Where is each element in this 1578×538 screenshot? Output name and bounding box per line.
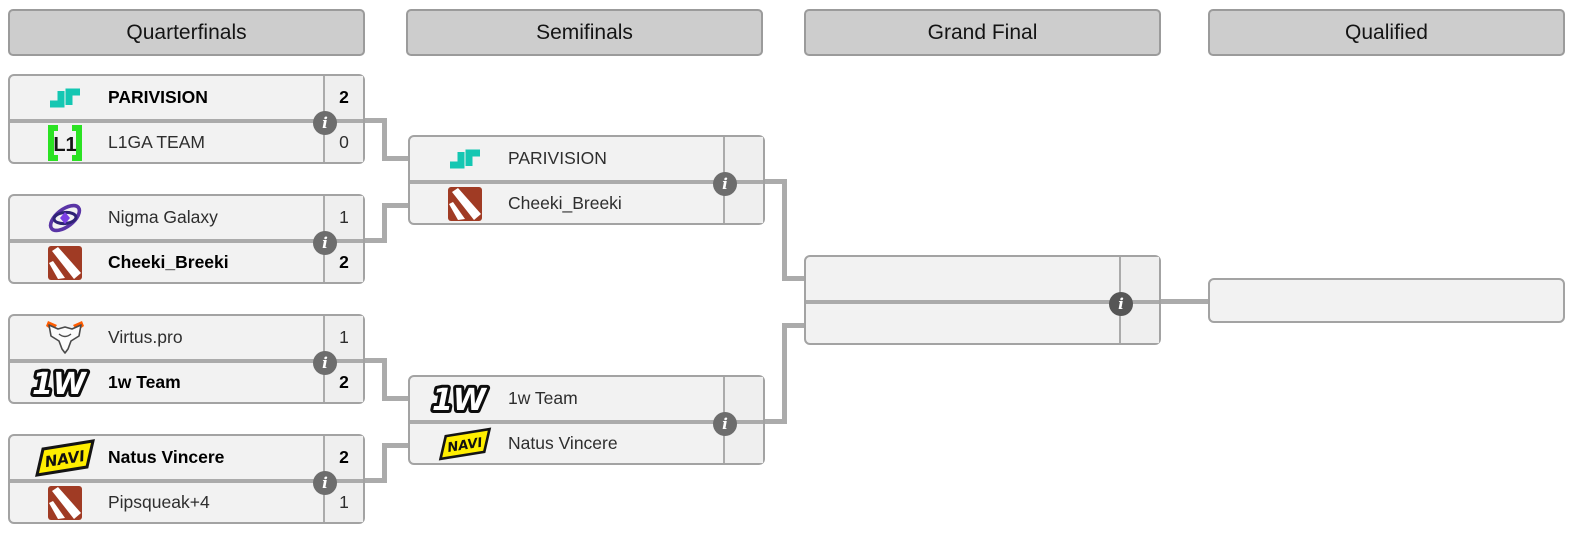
team-name[interactable]: L1GA TEAM: [108, 132, 205, 152]
natus-vincere-logo-icon: NAVI: [28, 438, 102, 478]
bracket-connector: [382, 443, 408, 448]
team-row: PARIVISION: [410, 137, 763, 180]
team-row: 1W 1w Team: [410, 377, 763, 420]
svg-text:1W: 1W: [432, 383, 488, 418]
team-name[interactable]: Virtus.pro: [108, 327, 183, 347]
svg-text:1W: 1W: [32, 367, 88, 402]
1w-team-logo-icon: 1W: [428, 380, 502, 418]
team-row: NAVI Natus Vincere: [410, 420, 763, 463]
team-name[interactable]: 1w Team: [508, 388, 578, 408]
dota2-logo-icon: [28, 243, 102, 283]
bracket-connector: [382, 358, 387, 401]
match-grand-final: i: [804, 255, 1161, 345]
team-row: Cheeki_Breeki 2: [10, 239, 363, 282]
match-qf3: Virtus.pro 1 1W 1w Team 2 i: [8, 314, 365, 404]
team-name[interactable]: Nigma Galaxy: [108, 207, 218, 227]
qualified-row: [1210, 280, 1563, 321]
bracket-connector: [765, 179, 787, 184]
l1ga-team-logo-icon: L1: [28, 123, 102, 163]
match-sf1: PARIVISION Cheeki_Breeki i: [408, 135, 765, 225]
nigma-galaxy-logo-icon: [28, 198, 102, 238]
team-row: L1 L1GA TEAM 0: [10, 119, 363, 162]
match-sf2: 1W 1w Team NAVI Natus Vincere i: [408, 375, 765, 465]
svg-text:NAVI: NAVI: [446, 435, 483, 455]
team-row: PARIVISION 2: [10, 76, 363, 119]
bracket-connector: [782, 179, 787, 281]
team-name[interactable]: Natus Vincere: [508, 433, 618, 453]
bracket-connector: [365, 358, 387, 363]
round-header-qualified: Qualified: [1208, 9, 1565, 56]
team-row: Pipsqueak+4 1: [10, 479, 363, 522]
team-score: 2: [323, 76, 363, 119]
round-header-grand-final: Grand Final: [804, 9, 1161, 56]
bracket-connector: [782, 276, 805, 281]
match-info-icon[interactable]: i: [713, 412, 737, 436]
bracket-connector: [382, 396, 408, 401]
team-name[interactable]: Cheeki_Breeki: [108, 252, 229, 272]
match-info-icon[interactable]: i: [313, 231, 337, 255]
bracket-connector: [382, 203, 408, 208]
team-row: NAVI Natus Vincere 2: [10, 436, 363, 479]
1w-team-logo-icon: 1W: [28, 364, 102, 402]
round-header-quarterfinals: Quarterfinals: [8, 9, 365, 56]
bracket-connector: [382, 156, 408, 161]
parivision-logo-icon: [428, 139, 502, 179]
bracket-connector: [382, 118, 387, 161]
round-header-semifinals: Semifinals: [406, 9, 763, 56]
svg-text:L1: L1: [53, 134, 76, 156]
bracket-connector: [365, 238, 387, 243]
match-qf2: Nigma Galaxy 1 Cheeki_Breeki 2 i: [8, 194, 365, 284]
team-name[interactable]: 1w Team: [108, 372, 181, 392]
natus-vincere-logo-icon: NAVI: [428, 426, 502, 462]
team-row: [806, 300, 1159, 343]
bracket-connector: [782, 323, 805, 328]
virtus-pro-logo-icon: [28, 319, 102, 357]
dota2-logo-icon: [28, 483, 102, 523]
team-name[interactable]: Cheeki_Breeki: [508, 193, 622, 213]
bracket-connector: [382, 443, 387, 483]
team-name[interactable]: PARIVISION: [108, 87, 208, 107]
bracket-connector: [1159, 299, 1208, 304]
team-name[interactable]: Pipsqueak+4: [108, 492, 210, 512]
qualified-slot: [1208, 278, 1565, 323]
team-row: Cheeki_Breeki: [410, 180, 763, 223]
match-info-icon[interactable]: i: [313, 111, 337, 135]
team-row: Nigma Galaxy 1: [10, 196, 363, 239]
match-info-icon[interactable]: i: [313, 471, 337, 495]
bracket-connector: [782, 323, 787, 424]
match-info-icon[interactable]: i: [713, 172, 737, 196]
team-row: [806, 257, 1159, 300]
match-qf4: NAVI Natus Vincere 2 Pipsqueak+4 1 i: [8, 434, 365, 524]
team-row: 1W 1w Team 2: [10, 359, 363, 402]
team-row: Virtus.pro 1: [10, 316, 363, 359]
match-qf1: PARIVISION 2 L1 L1GA TEAM 0 i: [8, 74, 365, 164]
parivision-logo-icon: [28, 78, 102, 118]
dota2-logo-icon: [428, 184, 502, 224]
team-name[interactable]: PARIVISION: [508, 148, 607, 168]
bracket-connector: [365, 118, 387, 123]
match-info-icon[interactable]: i: [1109, 292, 1133, 316]
bracket-connector: [382, 203, 387, 243]
match-info-icon[interactable]: i: [313, 351, 337, 375]
bracket-connector: [765, 419, 787, 424]
bracket-connector: [365, 478, 387, 483]
team-name[interactable]: Natus Vincere: [108, 447, 225, 467]
